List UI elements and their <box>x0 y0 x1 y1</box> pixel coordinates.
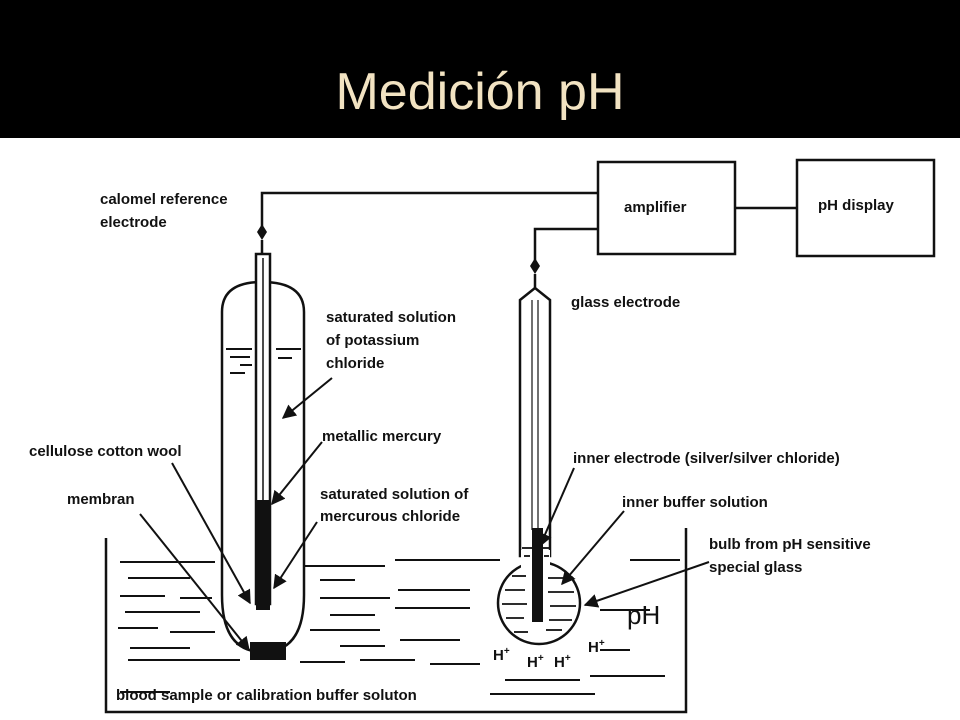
kcl-label-line2: of potassium <box>326 332 419 349</box>
calomel-label-line1: calomel reference <box>100 191 228 208</box>
h-ion: H+ <box>527 653 544 671</box>
wire-glass-to-amplifier <box>533 227 598 262</box>
ph-symbol-label: pH <box>627 600 660 630</box>
glass-electrode-label: glass electrode <box>571 294 680 311</box>
beaker <box>104 528 688 714</box>
h-ion: H+ <box>554 653 571 671</box>
title-bar: Medición pH <box>0 0 960 138</box>
h-ion: H+ <box>493 646 510 664</box>
slide-title: Medición pH <box>335 63 625 121</box>
calomel-label-line2: electrode <box>100 214 167 231</box>
sample-liquid-lines <box>118 559 680 695</box>
ph-display-label: pH display <box>818 197 895 214</box>
inner-electrode-wire <box>532 528 543 622</box>
calomel-electrode <box>220 224 306 660</box>
inner-buffer-label: inner buffer solution <box>622 494 768 511</box>
merc-chloride-label-line2: mercurous chloride <box>320 508 460 525</box>
bulb-label-line2: special glass <box>709 559 802 576</box>
pointer-arrows <box>139 377 710 652</box>
wire-calomel-to-amplifier <box>260 191 598 232</box>
amplifier-label: amplifier <box>624 199 687 216</box>
ph-display-box <box>795 158 936 258</box>
inner-electrode-label: inner electrode (silver/silver chloride) <box>573 450 840 467</box>
diagram-canvas: amplifier pH display <box>29 158 936 714</box>
sample-label: blood sample or calibration buffer solut… <box>116 687 417 704</box>
cotton-wool-label: cellulose cotton wool <box>29 443 182 460</box>
merc-chloride-label-line1: saturated solution of <box>320 486 469 503</box>
mercury-column <box>256 500 270 610</box>
amplifier-box <box>596 160 737 256</box>
membrane-plug <box>250 642 286 660</box>
glass-electrode <box>496 258 582 646</box>
bulb-label-line1: bulb from pH sensitive <box>709 536 871 553</box>
metallic-mercury-label: metallic mercury <box>322 428 442 445</box>
membran-label: membran <box>67 491 135 508</box>
hydrogen-ions: H+ H+ H+ H+ <box>493 638 605 671</box>
h-ion: H+ <box>588 638 605 656</box>
kcl-label-line3: chloride <box>326 355 384 372</box>
ph-measurement-diagram: amplifier pH display <box>0 138 960 720</box>
kcl-label-line1: saturated solution <box>326 309 456 326</box>
